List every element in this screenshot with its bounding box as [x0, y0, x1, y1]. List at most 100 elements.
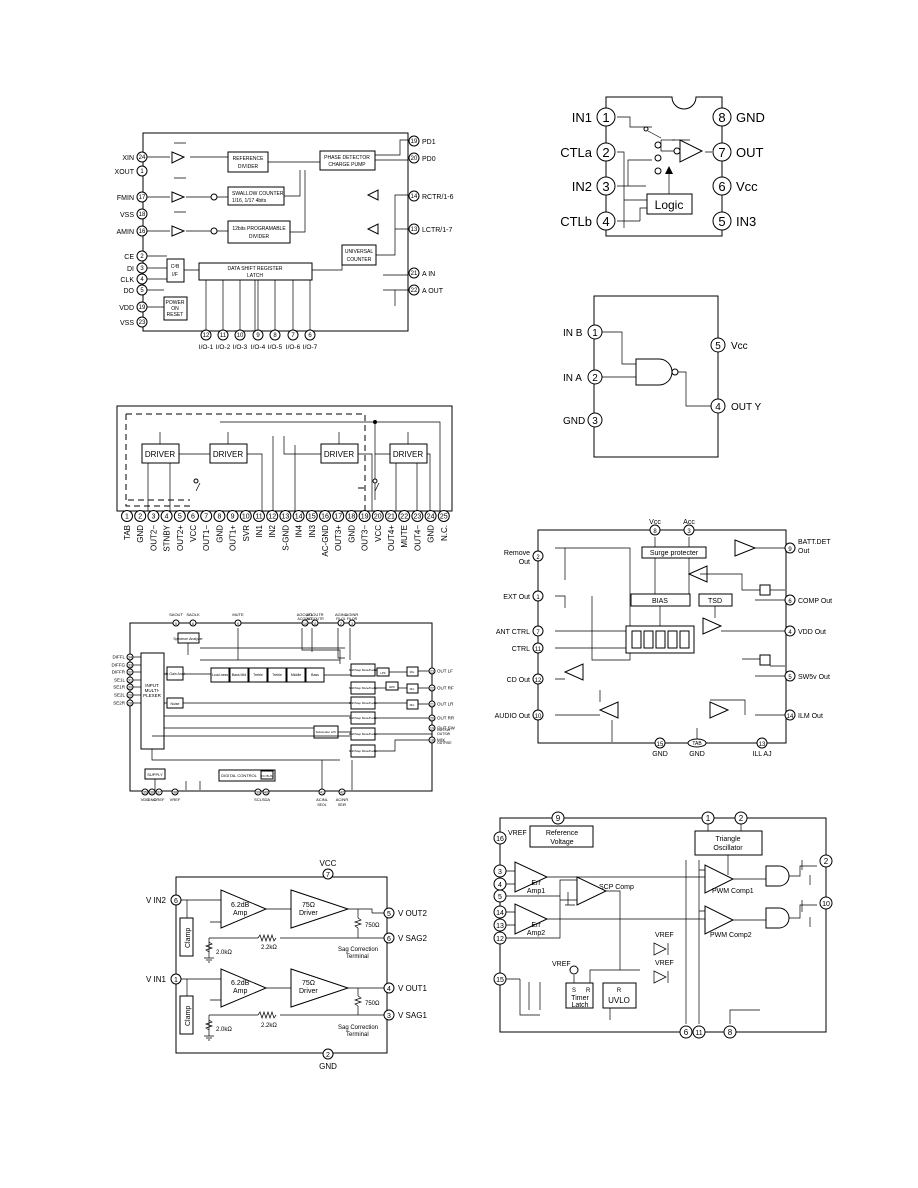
svg-text:I/O-1: I/O-1 [199, 344, 214, 351]
svg-text:2.0kΩ: 2.0kΩ [216, 1027, 232, 1033]
svg-text:OUT4+: OUT4+ [387, 525, 396, 551]
svg-text:GND: GND [319, 1062, 337, 1071]
svg-text:IN3: IN3 [308, 524, 317, 537]
svg-text:24: 24 [427, 514, 435, 521]
svg-text:5: 5 [718, 214, 725, 229]
dsp-bottom-sub: SEOL [317, 803, 326, 807]
svg-text:OUT3−: OUT3− [361, 525, 370, 551]
svg-text:9: 9 [237, 622, 239, 626]
svg-text:17: 17 [139, 195, 146, 201]
svg-text:Mix: Mix [410, 670, 415, 674]
svg-text:BIAS: BIAS [652, 598, 668, 605]
svg-text:21: 21 [387, 514, 395, 521]
pll-pin-2: 2CE [124, 250, 148, 262]
svg-text:GND: GND [427, 525, 436, 543]
svg-text:2: 2 [536, 555, 540, 561]
svg-text:7: 7 [204, 514, 208, 521]
svg-text:GND: GND [347, 525, 356, 543]
svg-text:2: 2 [592, 373, 598, 384]
svg-text:Soft/Step Mute/Fader: Soft/Step Mute/Fader [349, 701, 378, 705]
swallow-label-2: 1/16, 1/17 4bits [232, 198, 267, 204]
svg-text:DIFFG: DIFFG [112, 663, 126, 668]
svg-text:VCC: VCC [189, 525, 198, 542]
svg-text:22: 22 [430, 686, 434, 690]
cif-label-1: C²B [171, 264, 180, 270]
svg-text:SCL: SCL [254, 797, 263, 802]
driver-3-label: DRIVER [324, 450, 354, 459]
svg-text:Soft/Step Mute/Fader: Soft/Step Mute/Fader [349, 716, 378, 720]
dsp-top-sub: ACGOUT [298, 617, 314, 621]
svg-text:Terminal: Terminal [346, 954, 369, 960]
svg-text:Voltage: Voltage [550, 839, 573, 846]
svg-text:7: 7 [326, 872, 330, 879]
svg-text:LCTR/1-7: LCTR/1-7 [422, 227, 452, 234]
svg-text:39: 39 [256, 790, 260, 794]
svg-text:25: 25 [440, 514, 448, 521]
svg-text:7: 7 [291, 333, 295, 339]
svg-text:Oscillator: Oscillator [713, 845, 743, 852]
svg-text:IN A: IN A [563, 373, 582, 384]
svg-text:20: 20 [411, 156, 418, 162]
svg-text:31: 31 [128, 678, 132, 682]
svg-text:Timer: Timer [571, 995, 589, 1002]
svg-text:OUT SW: OUT SW [437, 726, 456, 731]
svg-text:Err: Err [531, 880, 541, 887]
svg-text:VREF: VREF [552, 961, 571, 968]
ref-divider-label-1: REFERENCE [233, 156, 265, 162]
svg-text:16: 16 [139, 229, 146, 235]
svg-text:V SAG1: V SAG1 [398, 1011, 427, 1020]
ref-divider-label-2: DIVIDER [238, 164, 259, 170]
svg-text:4: 4 [165, 514, 169, 521]
svg-text:2: 2 [824, 857, 829, 866]
svg-text:SE1R: SE1R [113, 685, 126, 690]
svg-text:8: 8 [653, 529, 657, 535]
svg-text:Out: Out [519, 559, 530, 566]
svg-text:1: 1 [536, 595, 540, 601]
svg-text:AGOUTL: AGOUTL [297, 612, 314, 617]
svg-text:DIGITAL CONTROL: DIGITAL CONTROL [221, 773, 258, 778]
svg-text:OUT3+: OUT3+ [334, 525, 343, 551]
svg-text:6: 6 [387, 936, 391, 943]
svg-text:Bass: Bass [311, 673, 319, 677]
dsp-right-sub: OUTSW [437, 728, 451, 732]
svg-text:2: 2 [326, 1052, 330, 1059]
svg-text:41: 41 [320, 790, 324, 794]
latch-label-1: DATA SHIFT REGISTER [227, 266, 282, 272]
dsp-bottom-sub: SEIR [338, 803, 347, 807]
svg-text:SUPPLY: SUPPLY [147, 772, 163, 777]
svg-text:GND: GND [148, 797, 157, 802]
svg-text:1: 1 [706, 814, 711, 823]
svg-text:UVLO: UVLO [608, 996, 630, 1005]
svg-text:CE: CE [124, 254, 134, 261]
svg-text:6: 6 [788, 599, 792, 605]
svg-text:VREF: VREF [508, 830, 527, 837]
svg-text:Spectrum Analyzer: Spectrum Analyzer [173, 637, 203, 641]
svg-text:17: 17 [334, 514, 342, 521]
svg-text:Reference: Reference [546, 830, 578, 837]
svg-text:40: 40 [264, 790, 268, 794]
svg-text:6: 6 [718, 179, 725, 194]
nand-pin-2: 2 IN A [563, 369, 603, 385]
cif-label-2: I/F [172, 272, 178, 278]
svg-text:OUT RR: OUT RR [437, 716, 455, 721]
pd-label-2: CHARGE PUMP [328, 162, 366, 168]
svg-text:OUT LR: OUT LR [437, 702, 454, 707]
svg-text:20: 20 [430, 716, 434, 720]
audio-processor-pins: 5SAOUT6SAOLK9MUTE10AGOUTL11AGOUTR2AGINL3… [112, 612, 456, 807]
svg-text:34: 34 [128, 655, 132, 659]
